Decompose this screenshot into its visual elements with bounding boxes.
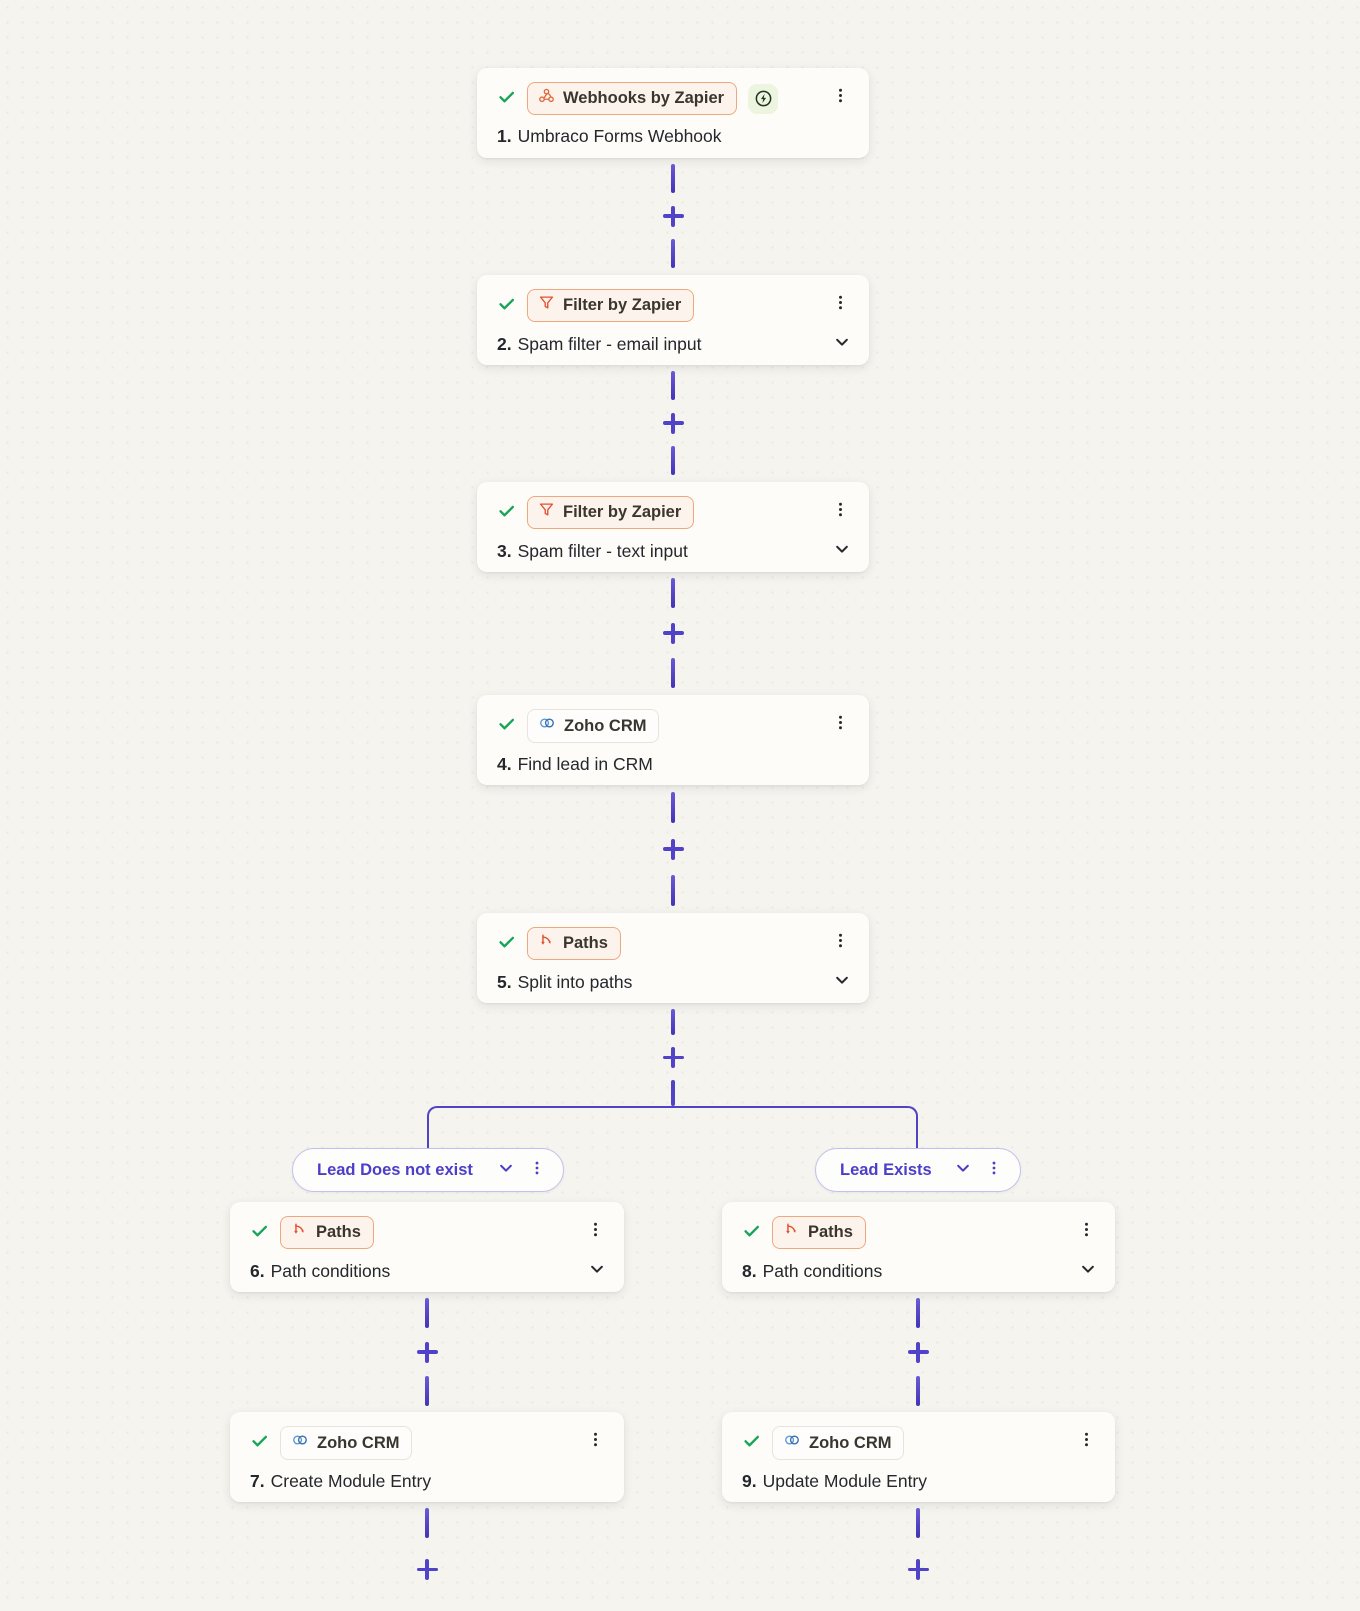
branch-label: Lead Exists bbox=[840, 1160, 932, 1179]
connector-2-3 bbox=[660, 371, 686, 475]
chevron-down-icon[interactable] bbox=[497, 1159, 515, 1182]
step-card-3[interactable]: Filter by Zapier 3.Spam filter - text in… bbox=[477, 482, 869, 572]
step-card-8[interactable]: Paths 8.Path conditions bbox=[722, 1202, 1115, 1292]
step-card-7[interactable]: Zoho CRM 7.Create Module Entry bbox=[230, 1412, 624, 1502]
connector-7-end bbox=[414, 1508, 440, 1580]
app-pill-label: Zoho CRM bbox=[809, 1433, 892, 1452]
step-card-9[interactable]: Zoho CRM 9.Update Module Entry bbox=[722, 1412, 1115, 1502]
split-arrows-icon bbox=[291, 1221, 308, 1243]
success-check-icon bbox=[742, 1221, 761, 1245]
add-step-button[interactable] bbox=[662, 838, 684, 860]
kebab-menu-icon[interactable] bbox=[585, 1219, 606, 1245]
chevron-down-icon[interactable] bbox=[833, 333, 851, 356]
success-check-icon bbox=[497, 87, 516, 111]
success-check-icon bbox=[497, 294, 516, 318]
success-check-icon bbox=[497, 714, 516, 738]
kebab-menu-icon[interactable] bbox=[585, 1429, 606, 1455]
kebab-menu-icon[interactable] bbox=[830, 292, 851, 318]
success-check-icon bbox=[250, 1221, 269, 1245]
add-step-button[interactable] bbox=[662, 1047, 684, 1068]
app-pill-label: Filter by Zapier bbox=[563, 503, 682, 521]
app-pill-zoho[interactable]: Zoho CRM bbox=[772, 1426, 905, 1460]
app-pill-filter[interactable]: Filter by Zapier bbox=[527, 289, 695, 322]
webhook-icon bbox=[538, 87, 555, 109]
app-pill-filter[interactable]: Filter by Zapier bbox=[527, 496, 695, 529]
success-check-icon bbox=[497, 501, 516, 525]
branch-pill-lead-exists[interactable]: Lead Exists bbox=[815, 1148, 1021, 1192]
app-pill-label: Zoho CRM bbox=[317, 1433, 400, 1452]
kebab-menu-icon[interactable] bbox=[1076, 1429, 1097, 1455]
app-pill-label: Filter by Zapier bbox=[563, 296, 682, 314]
kebab-menu-icon[interactable] bbox=[1076, 1219, 1097, 1245]
connector-3-4 bbox=[660, 578, 686, 688]
connector-4-5 bbox=[660, 792, 686, 906]
add-step-button[interactable] bbox=[662, 622, 684, 644]
chevron-down-icon[interactable] bbox=[833, 971, 851, 994]
split-arrows-icon bbox=[538, 932, 555, 954]
add-step-button[interactable] bbox=[907, 1341, 929, 1363]
connector-5-split bbox=[660, 1009, 686, 1106]
instant-trigger-bolt-icon bbox=[748, 83, 779, 114]
kebab-menu-icon[interactable] bbox=[830, 930, 851, 956]
kebab-menu-icon[interactable] bbox=[830, 85, 851, 111]
step-title: 6.Path conditions bbox=[250, 1261, 391, 1281]
step-title: 9.Update Module Entry bbox=[742, 1471, 928, 1491]
split-arrows-icon bbox=[783, 1221, 800, 1243]
kebab-menu-icon[interactable] bbox=[830, 712, 851, 738]
app-pill-zoho[interactable]: Zoho CRM bbox=[280, 1426, 413, 1460]
step-title: 5.Split into paths bbox=[497, 972, 633, 992]
chevron-down-icon[interactable] bbox=[833, 540, 851, 563]
app-pill-label: Zoho CRM bbox=[564, 716, 647, 735]
linked-rings-icon bbox=[291, 1431, 309, 1454]
branch-split-line bbox=[427, 1106, 918, 1148]
chevron-down-icon[interactable] bbox=[954, 1159, 972, 1182]
connector-9-end bbox=[905, 1508, 931, 1580]
step-title: 4.Find lead in CRM bbox=[497, 754, 653, 774]
app-pill-webhooks[interactable]: Webhooks by Zapier bbox=[527, 82, 738, 115]
branch-pill-lead-does-not-exist[interactable]: Lead Does not exist bbox=[292, 1148, 564, 1192]
kebab-menu-icon[interactable] bbox=[830, 499, 851, 525]
success-check-icon bbox=[497, 932, 516, 956]
add-step-button[interactable] bbox=[416, 1559, 438, 1580]
connector-1-2 bbox=[660, 164, 686, 268]
kebab-menu-icon[interactable] bbox=[527, 1158, 547, 1183]
app-pill-label: Paths bbox=[563, 934, 608, 952]
step-title: 7.Create Module Entry bbox=[250, 1471, 432, 1491]
add-step-button[interactable] bbox=[416, 1341, 438, 1363]
connector-6-7 bbox=[414, 1298, 440, 1406]
funnel-icon bbox=[538, 501, 555, 523]
step-card-2[interactable]: Filter by Zapier 2.Spam filter - email i… bbox=[477, 275, 869, 365]
app-pill-zoho[interactable]: Zoho CRM bbox=[527, 709, 660, 743]
step-title: 8.Path conditions bbox=[742, 1261, 883, 1281]
linked-rings-icon bbox=[783, 1431, 801, 1454]
step-card-5[interactable]: Paths 5.Split into paths bbox=[477, 913, 869, 1003]
step-title: 2.Spam filter - email input bbox=[497, 334, 702, 354]
kebab-menu-icon[interactable] bbox=[984, 1158, 1004, 1183]
app-pill-label: Paths bbox=[316, 1223, 361, 1241]
chevron-down-icon[interactable] bbox=[1079, 1260, 1097, 1283]
chevron-down-icon[interactable] bbox=[588, 1260, 606, 1283]
linked-rings-icon bbox=[538, 714, 556, 737]
step-title: 3.Spam filter - text input bbox=[497, 541, 688, 561]
step-card-1[interactable]: Webhooks by Zapier 1.Umbraco Forms Webho… bbox=[477, 68, 869, 158]
add-step-button[interactable] bbox=[662, 412, 684, 434]
app-pill-paths[interactable]: Paths bbox=[527, 927, 621, 960]
app-pill-paths[interactable]: Paths bbox=[772, 1216, 866, 1249]
app-pill-label: Paths bbox=[808, 1223, 853, 1241]
funnel-icon bbox=[538, 294, 555, 316]
step-card-6[interactable]: Paths 6.Path conditions bbox=[230, 1202, 624, 1292]
app-pill-label: Webhooks by Zapier bbox=[563, 89, 725, 107]
success-check-icon bbox=[250, 1431, 269, 1455]
connector-8-9 bbox=[905, 1298, 931, 1406]
branch-label: Lead Does not exist bbox=[317, 1160, 473, 1179]
success-check-icon bbox=[742, 1431, 761, 1455]
app-pill-paths[interactable]: Paths bbox=[280, 1216, 374, 1249]
step-title: 1.Umbraco Forms Webhook bbox=[497, 126, 722, 146]
add-step-button[interactable] bbox=[907, 1559, 929, 1580]
step-card-4[interactable]: Zoho CRM 4.Find lead in CRM bbox=[477, 695, 869, 785]
add-step-button[interactable] bbox=[662, 205, 684, 227]
